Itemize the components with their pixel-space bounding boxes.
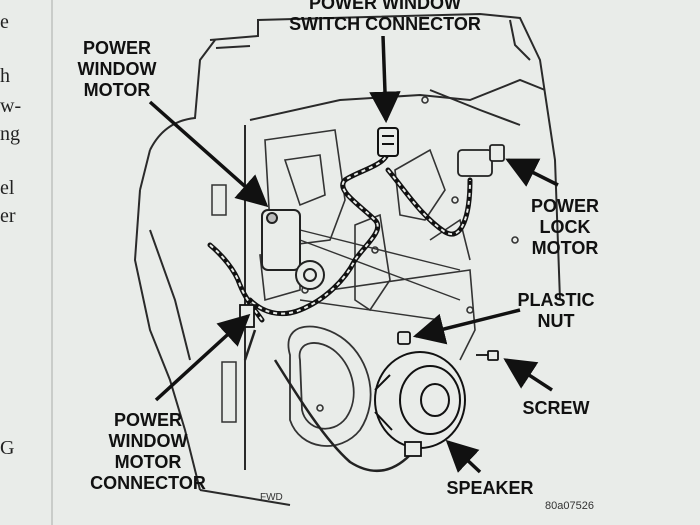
wiring-harness [207,147,473,323]
callout-arrows [148,35,559,474]
arrow-switch-connector [369,35,401,124]
margin-text: ng [0,123,20,145]
label-screw: SCREW [522,398,590,418]
margin-text: e [0,11,9,33]
lower-connector [404,441,422,457]
arrow-speaker [445,439,482,474]
switch-connector-plug [377,127,399,157]
door-details [211,184,237,423]
harness-highlight [209,149,471,321]
margin-text: er [0,205,16,227]
arrow-lock-motor [505,158,559,187]
margin-text: h [0,65,10,87]
margin-text: G [0,437,15,459]
margin-text: w- [0,95,22,117]
label-motor-connector: POWER WINDOW MOTOR CONNECTOR [90,410,206,493]
label-switch-connector: POWER WINDOW SWITCH CONNECTOR [289,0,481,34]
arrow-screw [503,358,553,392]
speaker-opening [287,325,372,447]
fasteners [397,331,499,361]
arrow-window-motor [148,100,269,208]
speaker-unit [374,351,466,449]
arrow-motor-connector [154,313,251,402]
label-lock-motor: POWER LOCK MOTOR [530,196,599,258]
margin-text: el [0,177,15,199]
label-speaker: SPEAKER [446,478,534,498]
arrow-plastic-nut [412,308,521,345]
figure-code: 80a07526 [545,500,594,512]
lock-motor-unit [457,144,505,177]
screw-part [487,350,499,361]
label-window-motor: POWER WINDOW MOTOR [77,38,157,100]
window-motor-unit [261,209,325,290]
plastic-nut-part [397,331,411,345]
fwd-mark: FWD [260,492,283,503]
label-plastic-nut: PLASTIC NUT [517,290,595,331]
